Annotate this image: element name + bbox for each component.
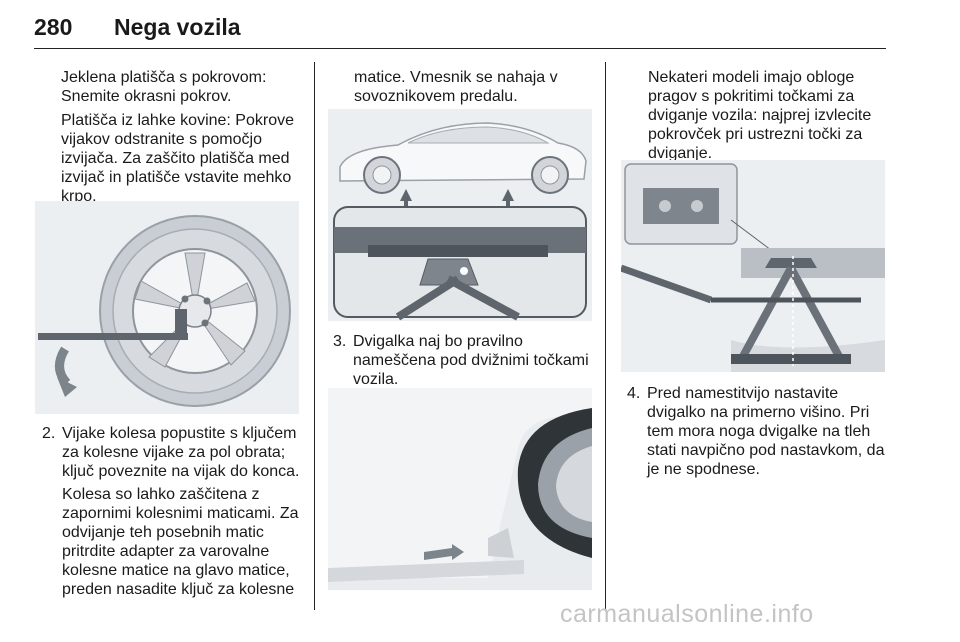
text-line: izvijača. Za zaščito platišča med bbox=[61, 150, 290, 167]
text-line: sovoznikovem predalu. bbox=[354, 88, 518, 105]
page-header: 280 Nega vozila bbox=[34, 8, 886, 49]
text-line: zapornimi kolesnimi maticami. Za bbox=[62, 505, 299, 522]
text-line: vozila. bbox=[353, 371, 399, 388]
text-line: Pred namestitvijo nastavite bbox=[647, 385, 839, 402]
text-line: izvijač in platišče vstavite mehko bbox=[61, 169, 292, 186]
text-line: Dvigalka naj bo pravilno bbox=[353, 333, 523, 350]
watermark: carmanualsonline.info bbox=[560, 600, 814, 628]
paragraph-sill-covers: Nekateri modeli imajo obloge pragov s po… bbox=[648, 68, 888, 163]
text-line: odvijanje teh posebnih matic bbox=[62, 524, 264, 541]
column-divider bbox=[605, 62, 606, 610]
text-line: dviganje vozila: najprej izvlecite bbox=[648, 107, 872, 124]
text-line: dviganje. bbox=[648, 145, 713, 162]
text-line: za kolesne vijake za pol obrata; bbox=[62, 444, 286, 461]
text-line: krpo. bbox=[61, 188, 97, 205]
list-item-2: 2. Vijake kolesa popustite s ključem za … bbox=[42, 424, 304, 484]
text-line: Jeklena platišča s pokrovom: bbox=[61, 69, 267, 86]
text-line: Snemite okrasni pokrov. bbox=[61, 88, 232, 105]
list-number: 3. bbox=[333, 333, 347, 350]
list-number: 2. bbox=[42, 425, 56, 442]
list-number: 4. bbox=[627, 385, 641, 402]
paragraph-adapter-location: matice. Vmesnik se nahaja v sovoznikovem… bbox=[354, 68, 594, 106]
text-line: pritrdite adapter za varovalne bbox=[62, 543, 270, 560]
page-title: Nega vozila bbox=[114, 14, 241, 40]
text-line: matice. Vmesnik se nahaja v bbox=[354, 69, 558, 86]
text-line: stati navpično pod nastavkom, da bbox=[647, 442, 885, 459]
text-line: nameščena pod dvižnimi točkami bbox=[353, 352, 589, 369]
jack-position-rear-illustration bbox=[328, 388, 592, 590]
car-jacking-points-illustration bbox=[328, 109, 592, 321]
paragraph-steel-rims: Jeklena platišča s pokrovom: Snemite okr… bbox=[61, 68, 311, 106]
text-line: pragov s pokritimi točkami za bbox=[648, 88, 855, 105]
text-line: Nekateri modeli imajo obloge bbox=[648, 69, 855, 86]
list-item-3: 3. Dvigalka naj bo pravilno nameščena po… bbox=[333, 332, 595, 392]
paragraph-alloy-rims: Platišča iz lahke kovine: Pokrove vijako… bbox=[61, 111, 311, 206]
column-divider bbox=[314, 62, 315, 610]
text-line: Vijake kolesa popustite s ključem bbox=[62, 425, 297, 442]
paragraph-locking-nuts: Kolesa so lahko zaščitena z zapornimi ko… bbox=[62, 485, 312, 599]
jack-adjustment-illustration bbox=[621, 160, 885, 372]
wheel-wrench-illustration bbox=[35, 201, 299, 414]
text-line: je ne spodnese. bbox=[647, 461, 760, 478]
page-number: 280 bbox=[34, 14, 73, 40]
text-line: Kolesa so lahko zaščitena z bbox=[62, 486, 260, 503]
text-line: Platišča iz lahke kovine: Pokrove bbox=[61, 112, 294, 129]
text-line: kolesne matice na glavo matice, bbox=[62, 562, 290, 579]
text-line: dvigalko na primerno višino. Pri bbox=[647, 404, 870, 421]
text-line: preden nasadite ključ za kolesne bbox=[62, 581, 295, 598]
text-line: pokrovček pri ustrezni točki za bbox=[648, 126, 863, 143]
text-line: vijakov odstranite s pomočjo bbox=[61, 131, 262, 148]
list-item-4: 4. Pred namestitvijo nastavite dvigalko … bbox=[627, 384, 889, 484]
text-line: ključ poveznite na vijak do konca. bbox=[62, 463, 300, 480]
text-line: tem mora noga dvigalke na tleh bbox=[647, 423, 871, 440]
